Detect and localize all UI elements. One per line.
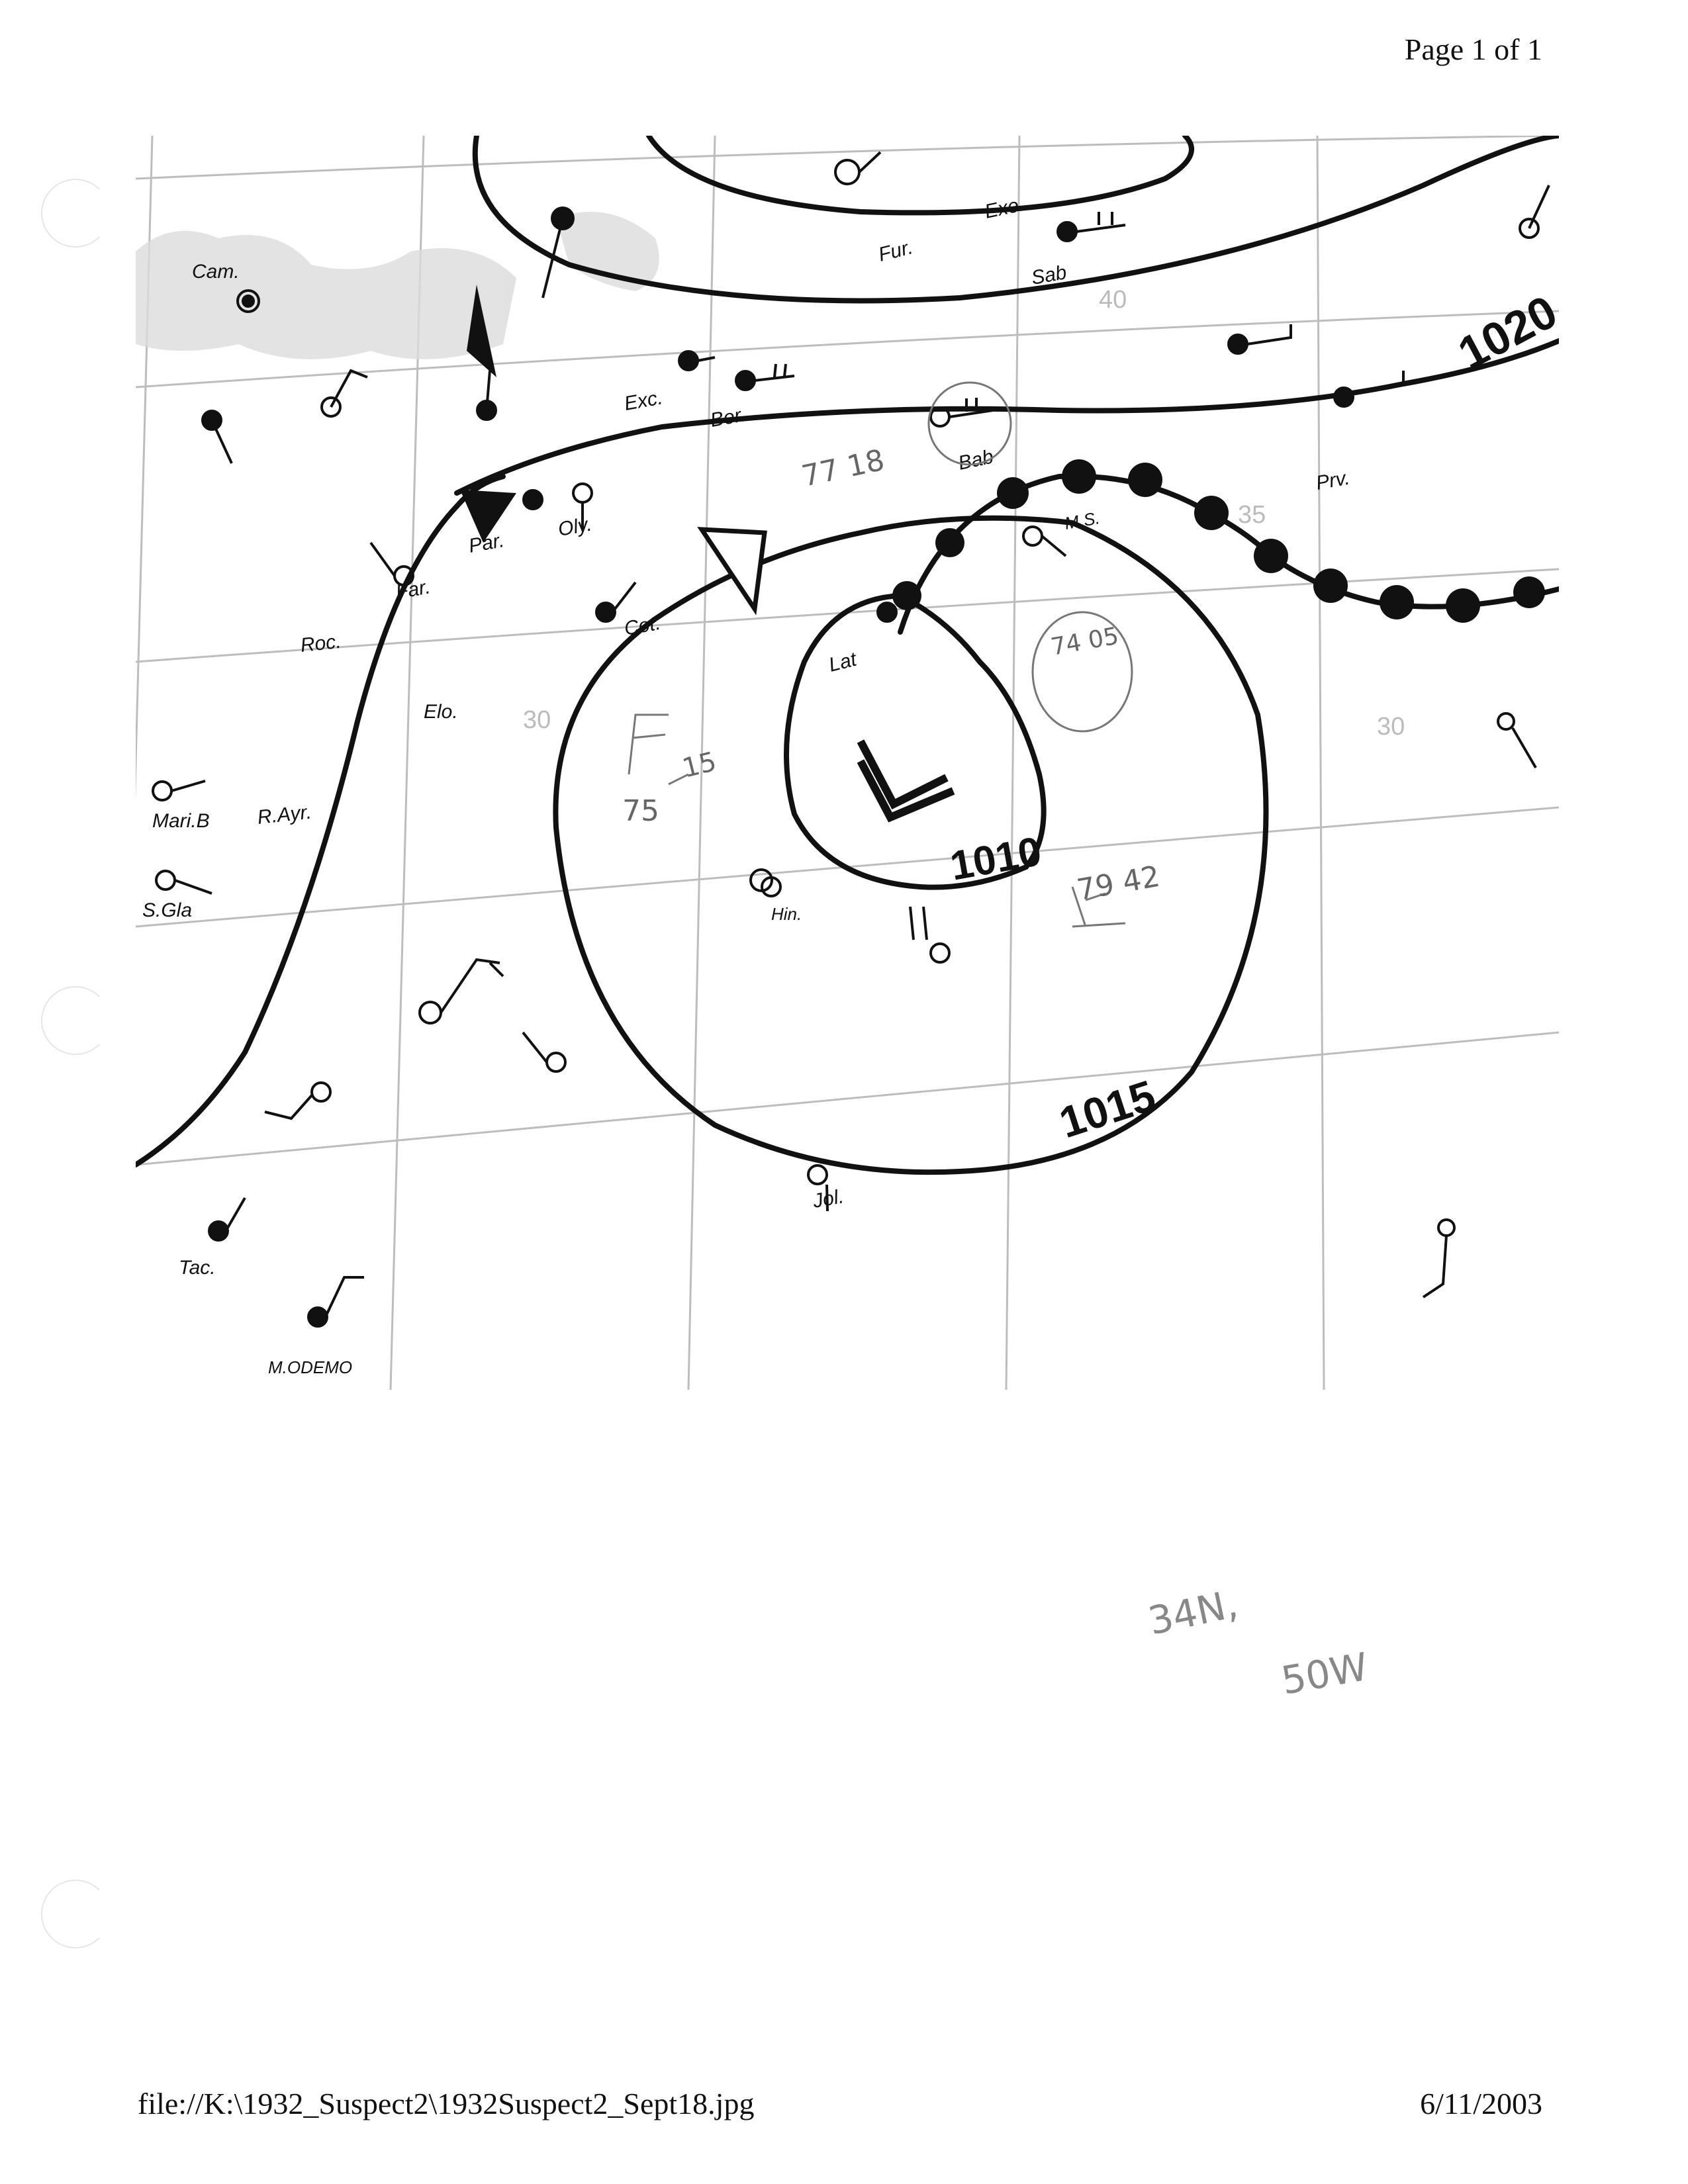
station-name-far: Far. <box>394 576 432 604</box>
station-name-marib: Mari.B <box>152 810 210 832</box>
cold-front-pips <box>460 285 767 615</box>
station-name-sgla: S.Gla <box>142 899 192 921</box>
station-name-modemo: M.ODEMO <box>268 1357 352 1377</box>
grid-label-30-east: 30 <box>1377 713 1405 741</box>
page-number-label: Page 1 of 1 <box>1404 32 1542 66</box>
station-name-rayr: R.Ayr. <box>256 801 312 829</box>
station-name-exc: Exc. <box>622 387 664 415</box>
station-name-cam: Cam. <box>192 261 240 283</box>
handwritten-longitude: 50W <box>1278 1644 1372 1704</box>
pencil-note-74-05: 74 05 <box>1049 623 1121 661</box>
isobar-1015 <box>553 515 1269 1175</box>
isobar-north <box>472 136 1559 304</box>
low-pressure-symbol <box>857 739 955 823</box>
warm-front-pips <box>892 459 1545 623</box>
isobar-1020 <box>454 338 1559 496</box>
station-name-oly: Oly. <box>556 514 593 541</box>
file-path-footer: file://K:\1932_Suspect2\1932Suspect2_Sep… <box>138 2087 755 2120</box>
isobar-north-inner <box>646 136 1194 216</box>
punch-hole-middle <box>41 986 110 1055</box>
station-name-exe: Exe. <box>983 193 1027 223</box>
print-date-footer: 6/11/2003 <box>1420 2087 1542 2120</box>
punch-hole-top <box>41 179 110 248</box>
station-name-ber: Ber. <box>708 404 747 432</box>
station-symbols <box>152 151 1550 1328</box>
pencil-note-79-42: 79 42 <box>1074 860 1162 907</box>
station-name-jol: Jol. <box>811 1185 846 1212</box>
pencil-note-15: 15 <box>679 747 720 784</box>
station-name-ms: M.S. <box>1063 508 1102 533</box>
grid-label-40: 40 <box>1099 286 1127 314</box>
isobar-label-1010: 1010 <box>947 829 1045 889</box>
isobar-1010 <box>784 593 1047 890</box>
station-name-lat: Lat <box>827 648 860 676</box>
handwritten-latitude: 34N, <box>1145 1581 1242 1644</box>
pencil-note-77-18: 77 18 <box>799 443 888 494</box>
punch-hole-bottom <box>41 1880 110 1948</box>
station-name-roc: Roc. <box>299 631 342 657</box>
station-name-fur: Fur. <box>876 236 915 266</box>
station-name-hin: Hin. <box>771 904 802 924</box>
station-name-tac: Tac. <box>179 1257 216 1279</box>
coastline-shading <box>136 212 659 359</box>
grid-label-30-west: 30 <box>523 706 551 734</box>
station-name-elo: Elo. <box>424 701 458 723</box>
station-name-par: Par. <box>467 529 506 557</box>
station-name-cot: Cot. <box>622 612 662 640</box>
pencil-note-75: 75 <box>622 794 659 828</box>
cold-front <box>136 474 506 1167</box>
isobar-label-1020: 1020 <box>1450 285 1565 379</box>
pencil-annotations <box>628 381 1133 928</box>
grid-label-35: 35 <box>1238 501 1266 529</box>
